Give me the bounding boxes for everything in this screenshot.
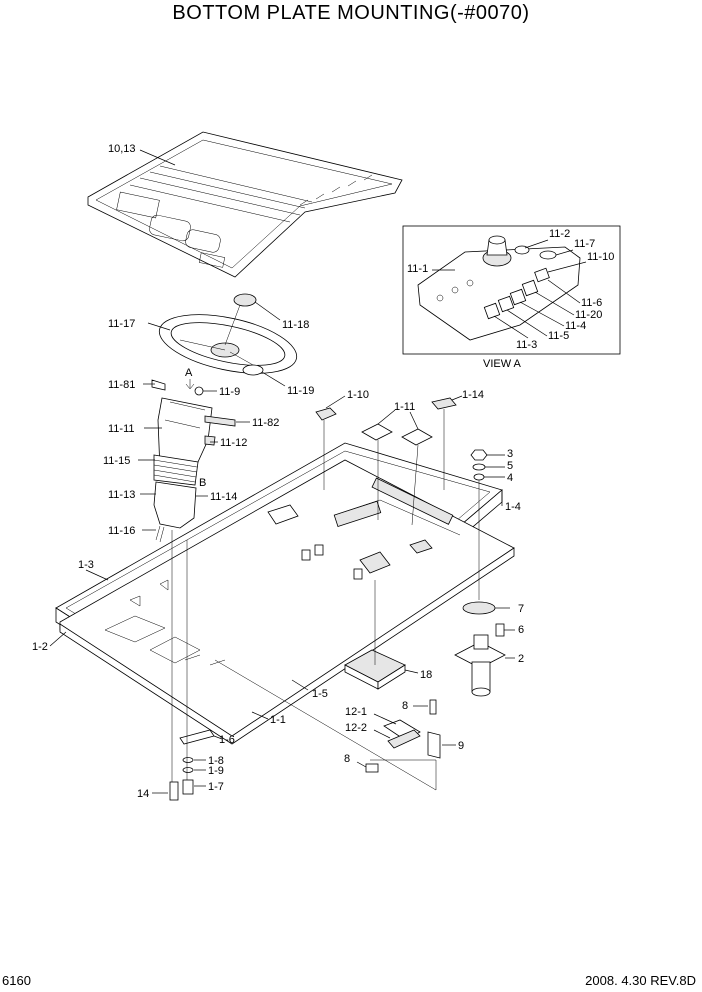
- page-number: 6160: [2, 973, 31, 988]
- callout-3: 3: [507, 448, 513, 460]
- date-revision: 2008. 4.30 REV.8D: [585, 973, 696, 988]
- bottom-plate: [55, 442, 515, 745]
- callout-a: A: [185, 367, 193, 379]
- callout-11-3: 11-3: [516, 339, 537, 351]
- page-title: BOTTOM PLATE MOUNTING(-#0070): [172, 2, 530, 24]
- callout-8-upper: 8: [402, 700, 408, 712]
- callout-11-2: 11-2: [549, 228, 570, 240]
- callout-1-9: 1-9: [208, 765, 224, 777]
- callout-1-8: 1-8: [208, 755, 224, 767]
- callout-11-7: 11-7: [574, 238, 595, 250]
- callout-11-15: 11-15: [103, 455, 130, 467]
- callout-11-20: 11-20: [575, 309, 602, 321]
- callout-1-14: 1-14: [462, 389, 484, 401]
- callout-11-16: 11-16: [108, 525, 135, 537]
- callout-11-6: 11-6: [581, 297, 602, 309]
- callout-11-14: 11-14: [210, 491, 237, 503]
- callout-11-17: 11-17: [108, 318, 135, 330]
- callout-11-1: 11-1: [407, 263, 428, 275]
- callout-6: 6: [518, 624, 524, 636]
- callout-11-19: 11-19: [287, 385, 314, 397]
- callout-7: 7: [518, 603, 524, 615]
- right-components: [179, 601, 506, 773]
- callout-14: 14: [137, 788, 149, 800]
- callout-9: 9: [458, 740, 464, 752]
- callout-1-7: 1-7: [208, 781, 224, 793]
- bottom-left-hardware: [169, 757, 194, 801]
- callout-11-10: 11-10: [587, 251, 614, 263]
- view-a-caption: VIEW A: [483, 358, 522, 370]
- callout-1-4: 1-4: [505, 501, 521, 513]
- callout-11-11: 11-11: [108, 423, 135, 435]
- callout-1-10: 1-10: [347, 389, 369, 401]
- callout-11-82: 11-82: [252, 417, 279, 429]
- callout-18: 18: [420, 669, 432, 681]
- callout-1-11: 1-11: [394, 401, 415, 413]
- callout-11-9: 11-9: [219, 386, 240, 398]
- callout-1-3: 1-3: [78, 559, 94, 571]
- callout-12-1: 12-1: [345, 706, 367, 718]
- callout-11-4: 11-4: [565, 320, 586, 332]
- floor-mat: [87, 131, 403, 278]
- assembly-lines: [171, 409, 480, 791]
- steering-wheel: [158, 293, 298, 376]
- callout-4: 4: [507, 472, 513, 484]
- callout-10-13: 10,13: [108, 143, 136, 155]
- callout-b: B: [199, 477, 206, 489]
- callout-11-12: 11-12: [220, 437, 247, 449]
- callout-12-2: 12-2: [345, 722, 367, 734]
- callout-1-2: 1-2: [32, 641, 48, 653]
- callout-2: 2: [518, 653, 524, 665]
- callout-11-18: 11-18: [282, 319, 309, 331]
- steering-column: [151, 379, 236, 543]
- callout-1-6: 1-6: [219, 734, 235, 746]
- callout-11-5: 11-5: [548, 330, 569, 342]
- callout-8-lower: 8: [344, 753, 350, 765]
- callout-11-81: 11-81: [108, 379, 135, 391]
- callout-1-5: 1-5: [312, 688, 328, 700]
- callout-5: 5: [507, 460, 513, 472]
- view-a-box: [402, 225, 621, 355]
- callout-1-1: 1-1: [270, 714, 286, 726]
- callout-11-13: 11-13: [108, 489, 135, 501]
- small-parts-top: [315, 397, 488, 481]
